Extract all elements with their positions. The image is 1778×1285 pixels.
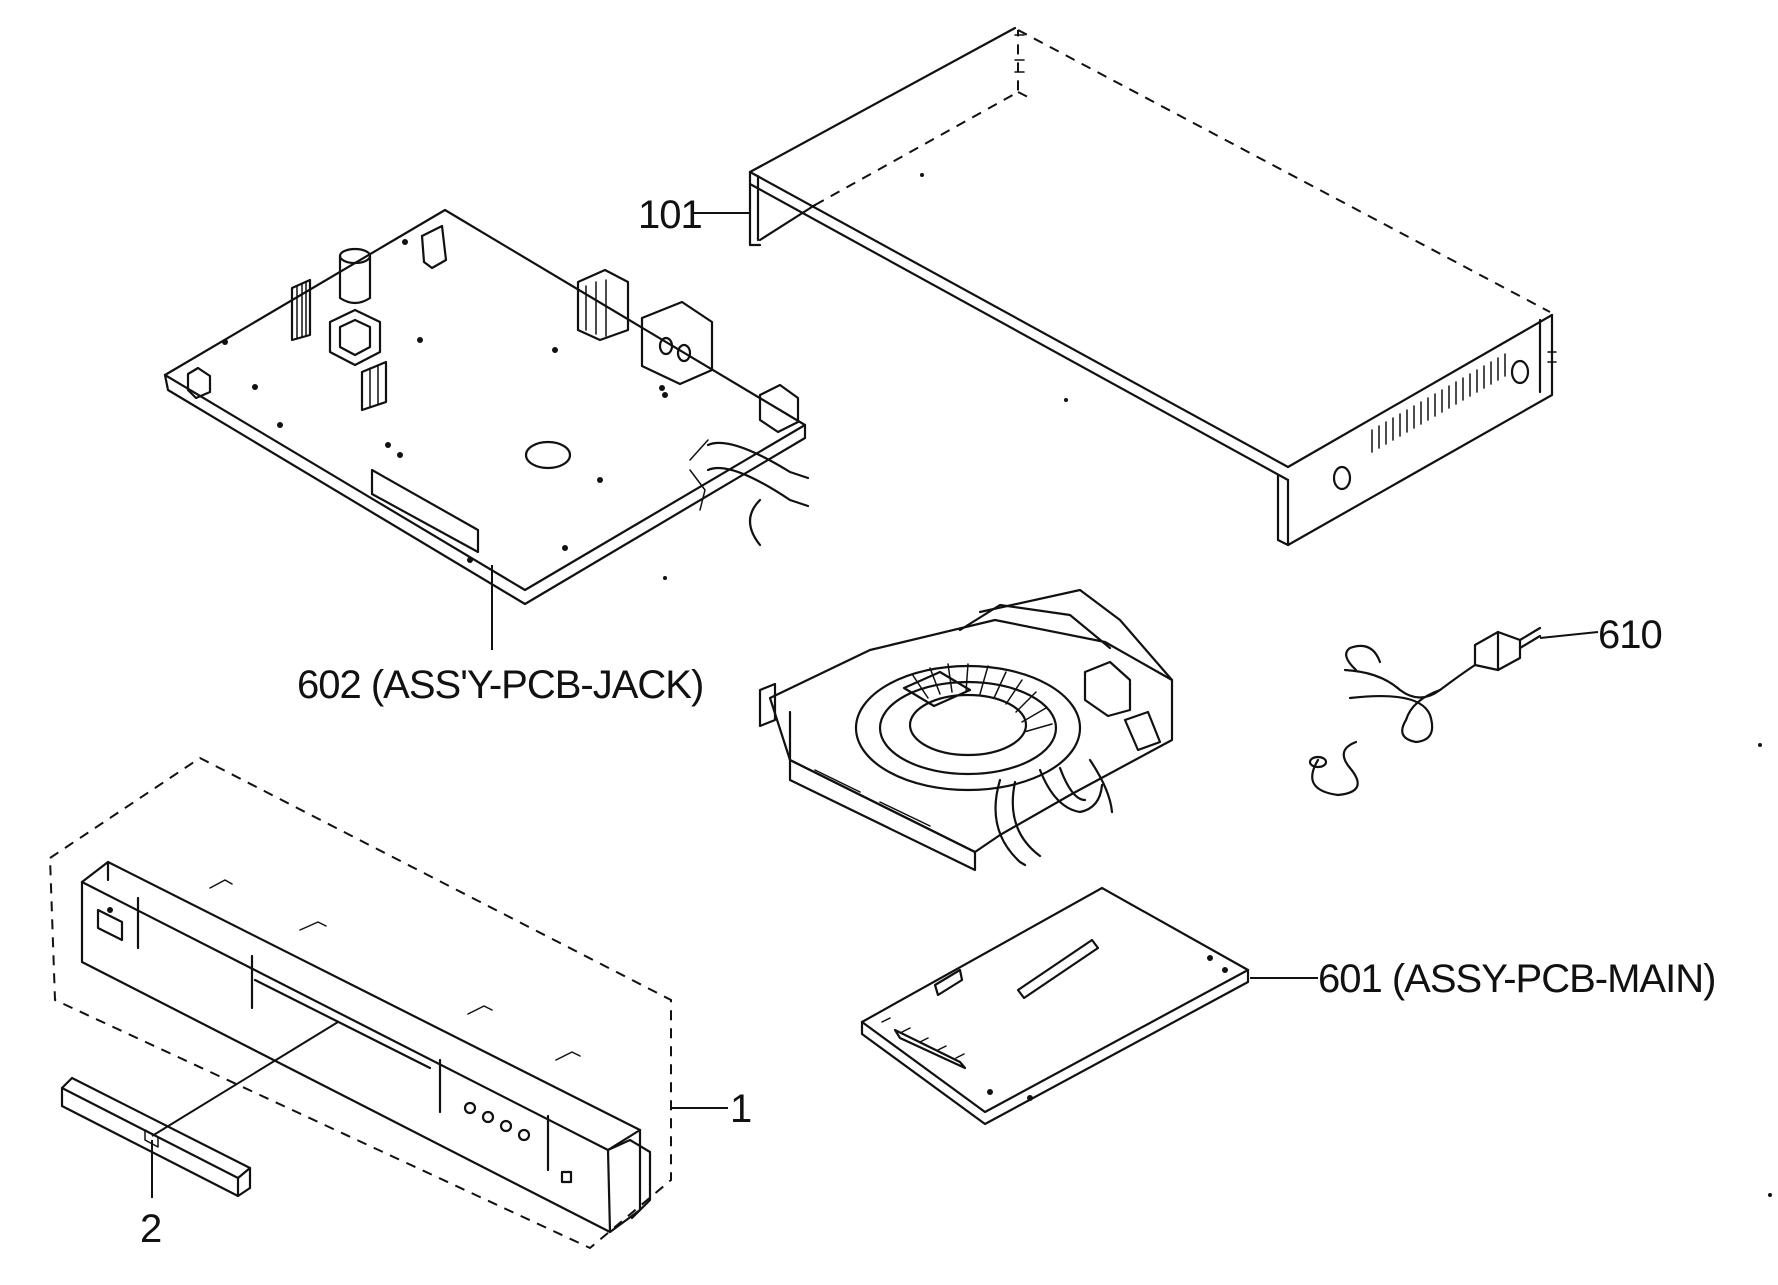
power-cord-leader	[1539, 631, 1599, 639]
pcb-holes	[222, 239, 668, 563]
label-door: 2	[140, 1207, 161, 1251]
door-leader-a	[151, 1021, 339, 1137]
front-pins	[881, 1017, 965, 1059]
jack-pcb	[163, 208, 810, 606]
power-cord	[1308, 626, 1542, 797]
front-panel-assembly	[48, 756, 672, 1250]
top-cover	[748, 26, 1557, 547]
main-pcb	[860, 886, 1250, 1126]
label-power-cord: 610	[1598, 613, 1662, 657]
label-top-cover: 101	[638, 193, 702, 237]
panel-buttons	[463, 1101, 573, 1184]
label-jack-pcb: 602 (ASS'Y-PCB-JACK)	[297, 663, 703, 707]
disc-loader	[758, 588, 1174, 872]
vent-slots	[1371, 353, 1506, 453]
label-front-panel: 1	[730, 1087, 751, 1131]
label-main-pcb: 601 (ASSY-PCB-MAIN)	[1318, 957, 1715, 1001]
